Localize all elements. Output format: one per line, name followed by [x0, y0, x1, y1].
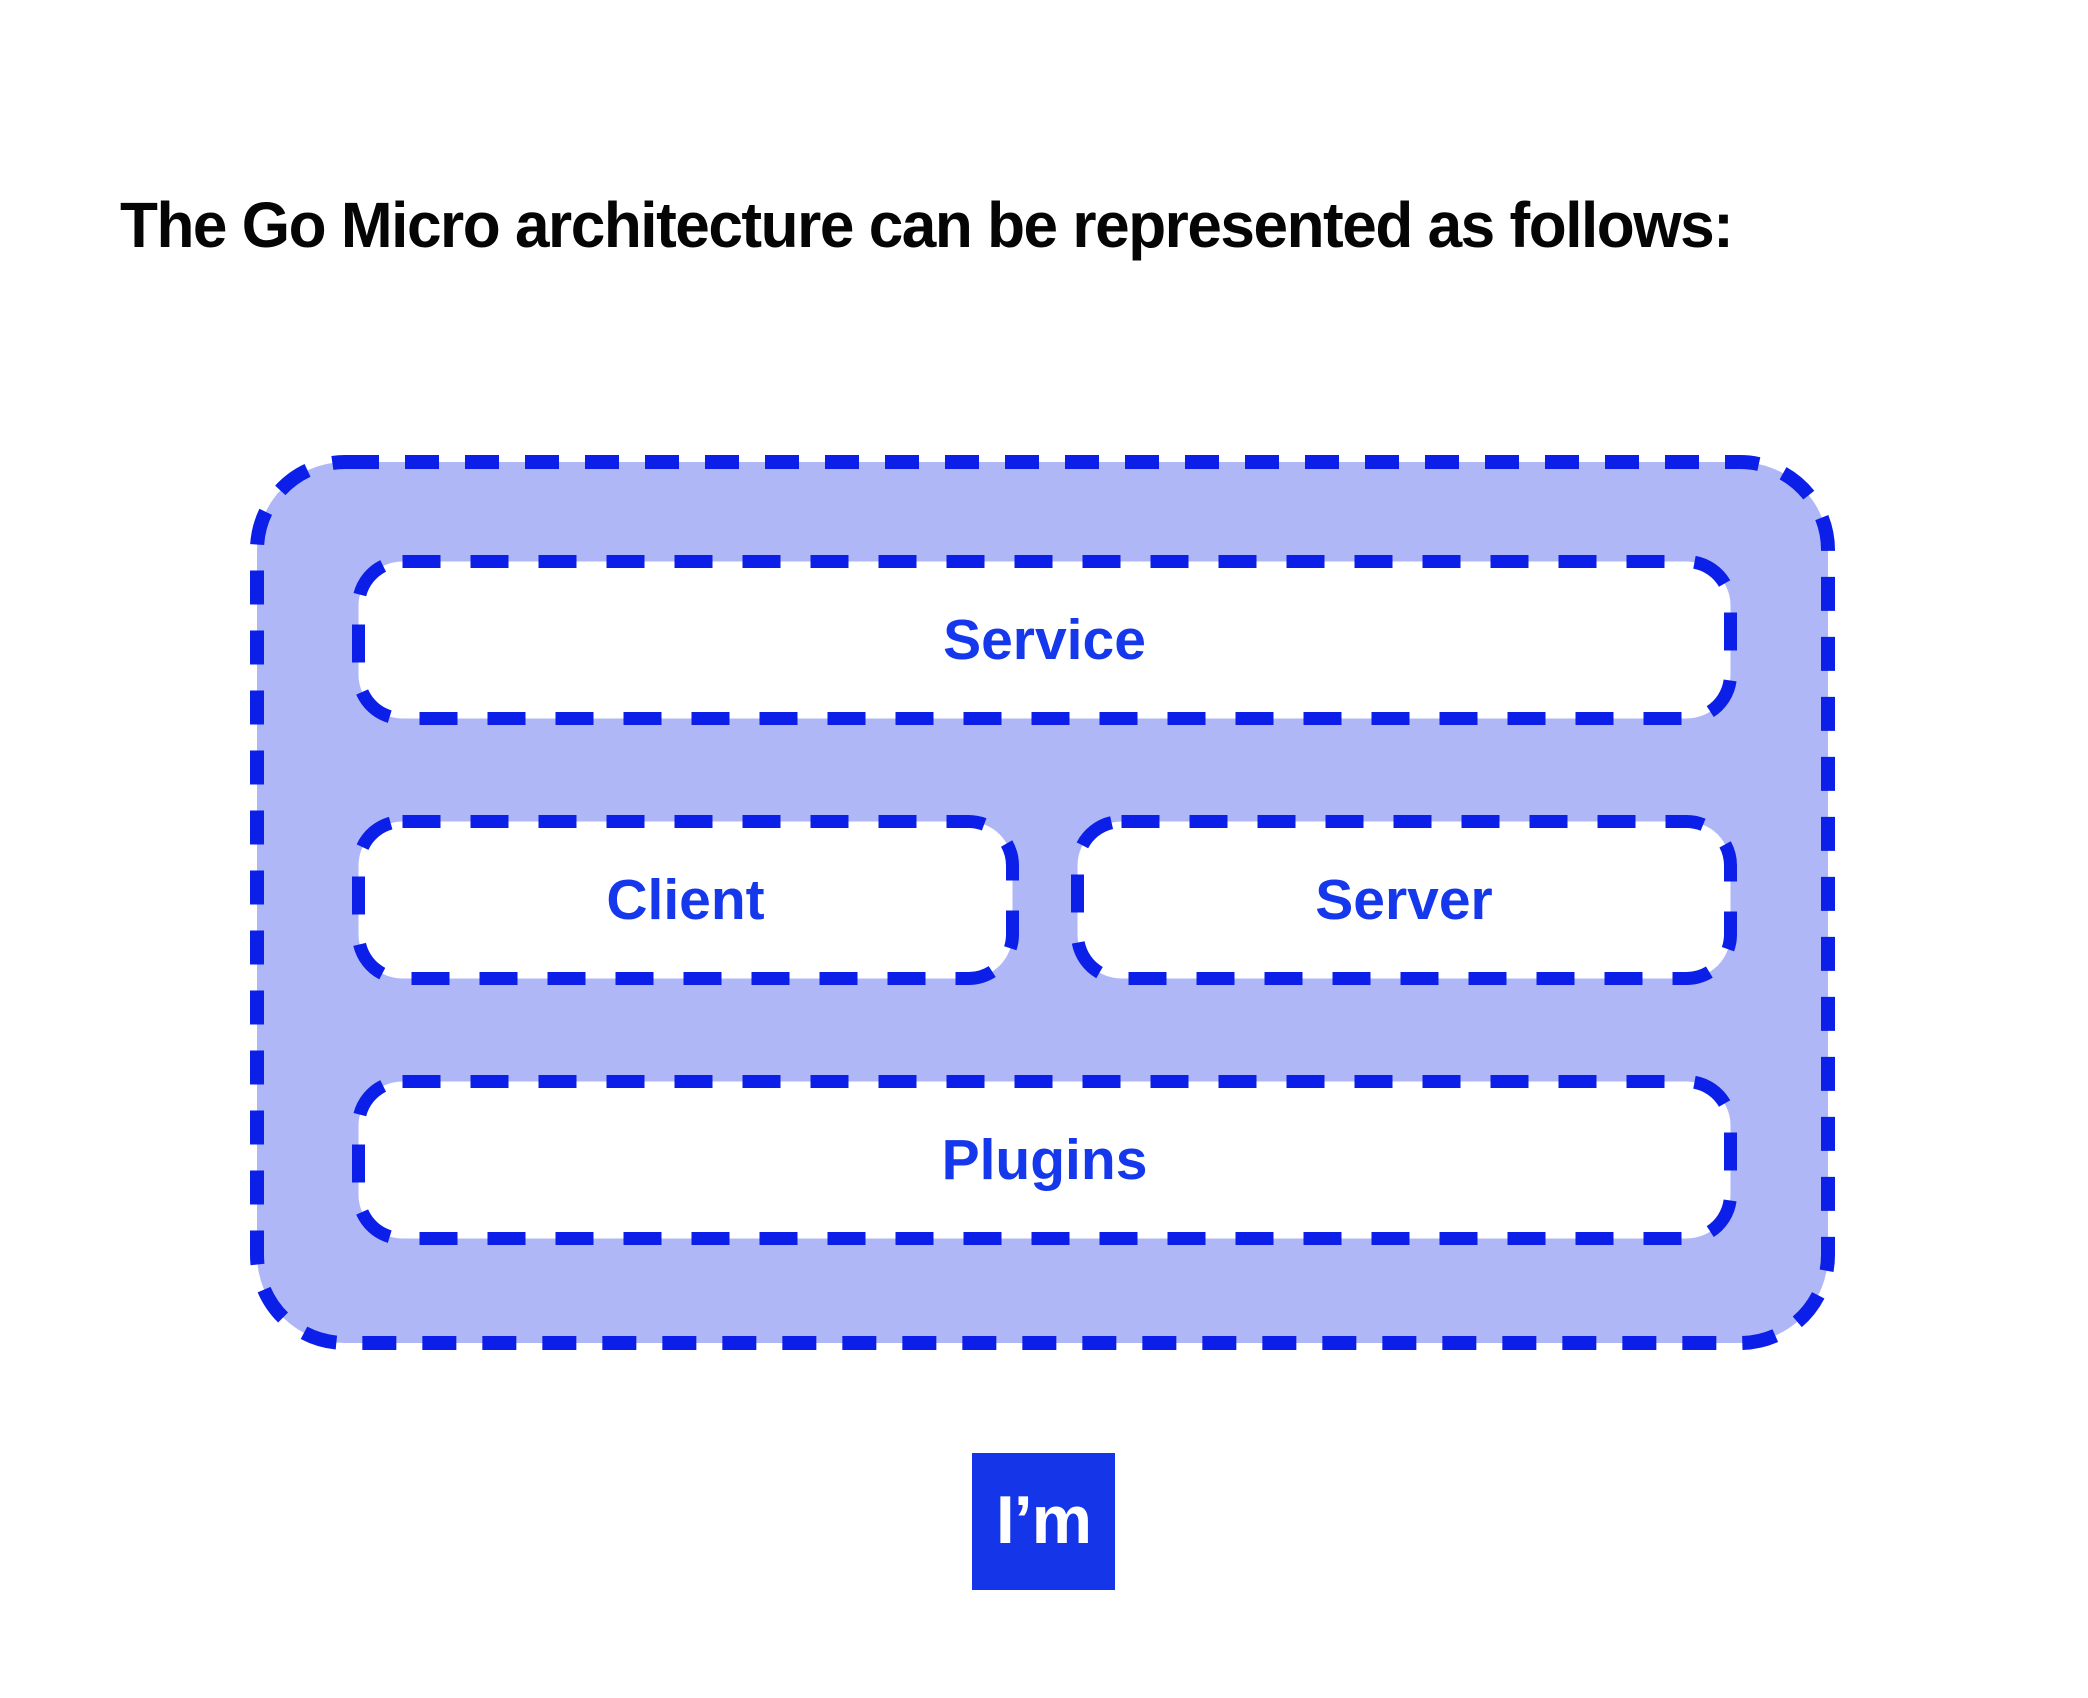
server-box: [1071, 815, 1737, 985]
im-logo: I’m: [972, 1453, 1115, 1590]
service-box: [352, 555, 1737, 725]
page-title: The Go Micro architecture can be represe…: [120, 189, 1734, 261]
im-logo-text: I’m: [995, 1481, 1092, 1558]
plugins-box: [352, 1075, 1737, 1245]
client-box: [352, 815, 1019, 985]
